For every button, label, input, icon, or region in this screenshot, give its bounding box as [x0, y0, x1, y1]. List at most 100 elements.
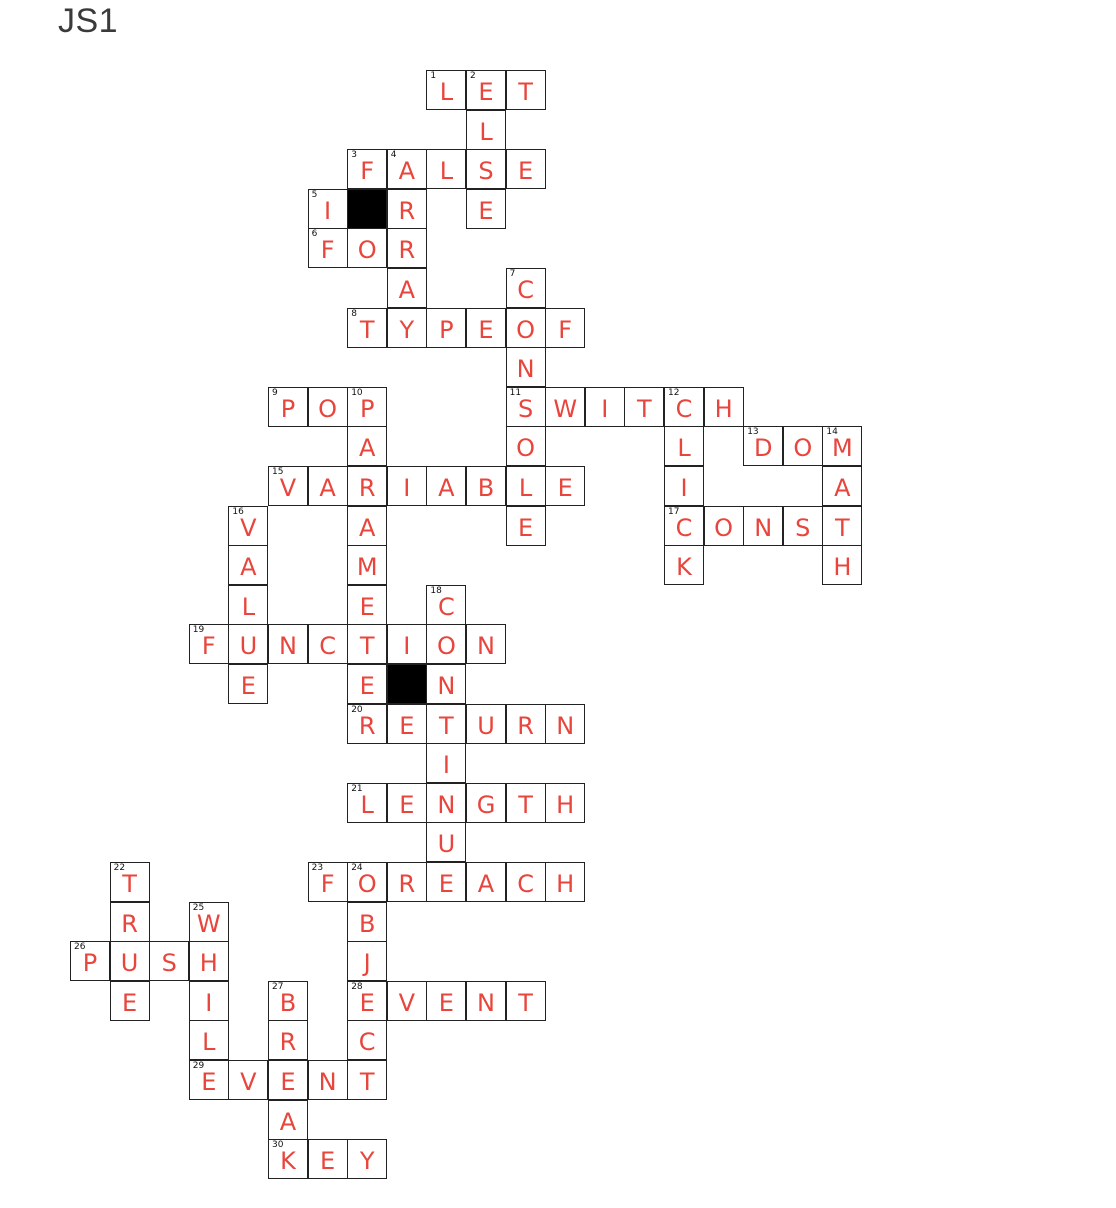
grid-cell[interactable]: A	[466, 862, 506, 902]
grid-cell[interactable]: N	[545, 703, 586, 744]
grid-cell[interactable]: U	[228, 624, 269, 665]
grid-cell[interactable]: R	[505, 703, 546, 744]
grid-cell[interactable]: A	[822, 466, 863, 506]
grid-cell[interactable]: E	[347, 584, 388, 625]
grid-cell[interactable]: N	[426, 782, 467, 823]
grid-cell[interactable]: H	[822, 545, 863, 586]
grid-cell[interactable]: S	[782, 505, 823, 546]
grid-cell[interactable]: B	[347, 901, 388, 942]
grid-cell[interactable]: I	[664, 466, 704, 506]
grid-cell[interactable]: L	[228, 584, 269, 625]
grid-cell[interactable]: T	[347, 624, 388, 665]
grid-cell[interactable]: L	[426, 149, 467, 190]
grid-cell[interactable]: E	[347, 664, 388, 704]
grid-cell[interactable]: A	[347, 426, 388, 467]
grid-cell[interactable]: L	[505, 466, 546, 506]
grid-cell[interactable]: I	[426, 743, 467, 784]
grid-cell[interactable]: A	[268, 1099, 308, 1140]
grid-cell[interactable]: I	[386, 624, 427, 665]
grid-cell[interactable]: V	[228, 1060, 269, 1100]
grid-cell[interactable]: T	[505, 782, 546, 823]
grid-cell[interactable]: E	[426, 980, 467, 1021]
grid-cell[interactable]: E	[505, 149, 546, 190]
grid-cell[interactable]: E	[268, 1060, 308, 1100]
grid-cell[interactable]: A	[426, 466, 467, 506]
grid-cell[interactable]: H	[545, 862, 586, 902]
grid-cell[interactable]: T	[624, 386, 665, 427]
grid-cell[interactable]: R	[109, 901, 150, 942]
grid-cell[interactable]: U	[109, 941, 150, 982]
grid-cell[interactable]: T	[505, 70, 546, 110]
grid-cell[interactable]: H	[188, 941, 229, 982]
grid-cell[interactable]: L	[664, 426, 704, 467]
grid-cell[interactable]: E	[228, 664, 269, 704]
grid-cell[interactable]: T	[822, 505, 863, 546]
grid-cell[interactable]: E	[466, 307, 506, 348]
grid-cell[interactable]: O	[426, 624, 467, 665]
grid-cell[interactable]: N	[466, 980, 506, 1021]
grid-cell[interactable]: L	[466, 109, 506, 150]
grid-cell[interactable]: V	[386, 980, 427, 1021]
grid-cell[interactable]: I	[188, 980, 229, 1021]
grid-cell[interactable]: S	[466, 149, 506, 190]
grid-cell[interactable]: C	[307, 624, 348, 665]
grid-cell[interactable]: A	[386, 268, 427, 308]
grid-cell[interactable]: Y	[386, 307, 427, 348]
grid-cell[interactable]: C	[347, 1020, 388, 1061]
grid-cell[interactable]: O	[307, 386, 348, 427]
grid-cell[interactable]: E	[426, 862, 467, 902]
grid-cell[interactable]: Y	[347, 1139, 388, 1180]
grid-cell[interactable]: N	[268, 624, 308, 665]
grid-cell[interactable]: H	[545, 782, 586, 823]
grid-cell[interactable]: B	[466, 466, 506, 506]
grid-cell[interactable]: T	[426, 703, 467, 744]
grid-cell[interactable]: L	[188, 1020, 229, 1061]
grid-cell[interactable]: R	[347, 466, 388, 506]
grid-cell[interactable]: N	[426, 664, 467, 704]
grid-cell[interactable]: O	[782, 426, 823, 467]
grid-cell[interactable]: U	[426, 822, 467, 863]
grid-cell[interactable]: T	[505, 980, 546, 1021]
grid-cell[interactable]: A	[307, 466, 348, 506]
grid-cell[interactable]: C	[505, 862, 546, 902]
grid-cell[interactable]: O	[347, 228, 388, 269]
grid-cell[interactable]: I	[584, 386, 625, 427]
grid-cell[interactable]: F	[545, 307, 586, 348]
grid-cell[interactable]: O	[505, 426, 546, 467]
grid-cell[interactable]: O	[505, 307, 546, 348]
grid-cell[interactable]: E	[505, 505, 546, 546]
grid-cell[interactable]: O	[703, 505, 744, 546]
grid-cell[interactable]: E	[386, 782, 427, 823]
grid-cell[interactable]: G	[466, 782, 506, 823]
grid-cell[interactable]: J	[347, 941, 388, 982]
grid-cell[interactable]: S	[149, 941, 190, 982]
grid-cell[interactable]: N	[505, 347, 546, 388]
grid-cell[interactable]: K	[664, 545, 704, 586]
grid-cell[interactable]: E	[466, 188, 506, 229]
grid-cell[interactable]: T	[347, 1060, 388, 1100]
grid-cell[interactable]: E	[386, 703, 427, 744]
